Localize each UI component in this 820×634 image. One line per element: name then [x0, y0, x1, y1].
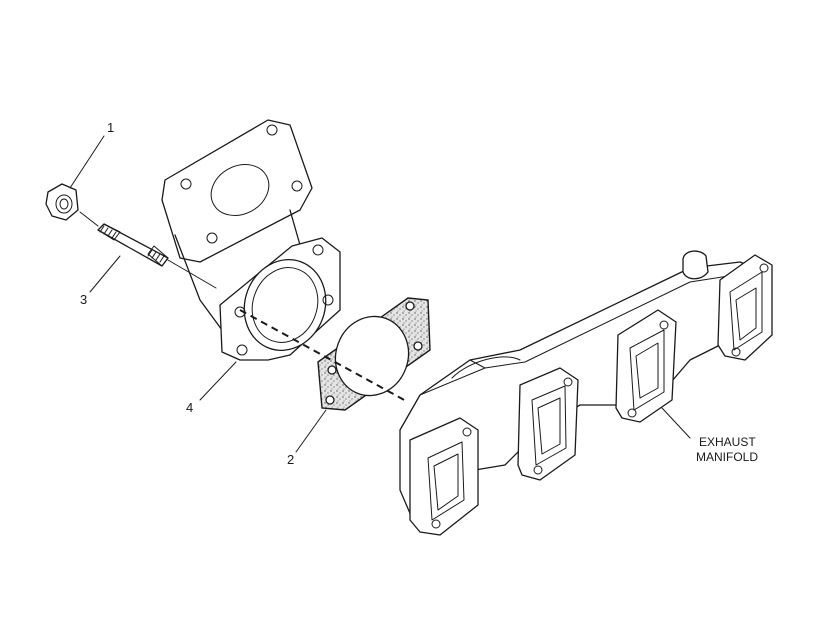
exhaust-elbow-adapter	[161, 119, 341, 361]
leader-line-4	[199, 361, 237, 401]
leader-line-2	[295, 409, 327, 453]
leader-line-3	[89, 255, 121, 293]
exhaust-manifold	[399, 250, 773, 536]
manifold-label-line1: EXHAUST	[699, 435, 756, 449]
callout-4: 4	[186, 400, 193, 415]
callout-2: 2	[287, 452, 294, 467]
leader-line-manifold	[661, 407, 691, 439]
leader-line-1	[69, 135, 105, 189]
manifold-port-flange	[615, 309, 677, 423]
gasket	[317, 297, 431, 411]
manifold-label-line2: MANIFOLD	[696, 450, 758, 464]
manifold-port-flange	[409, 417, 479, 536]
stud	[79, 211, 217, 289]
assembly-centerline	[239, 309, 409, 403]
callout-3: 3	[80, 292, 87, 307]
manifold-port-flange	[517, 367, 579, 481]
nut	[45, 183, 79, 221]
manifold-port-flange	[717, 254, 773, 361]
callout-1: 1	[107, 120, 114, 135]
leader-lines	[69, 135, 691, 453]
